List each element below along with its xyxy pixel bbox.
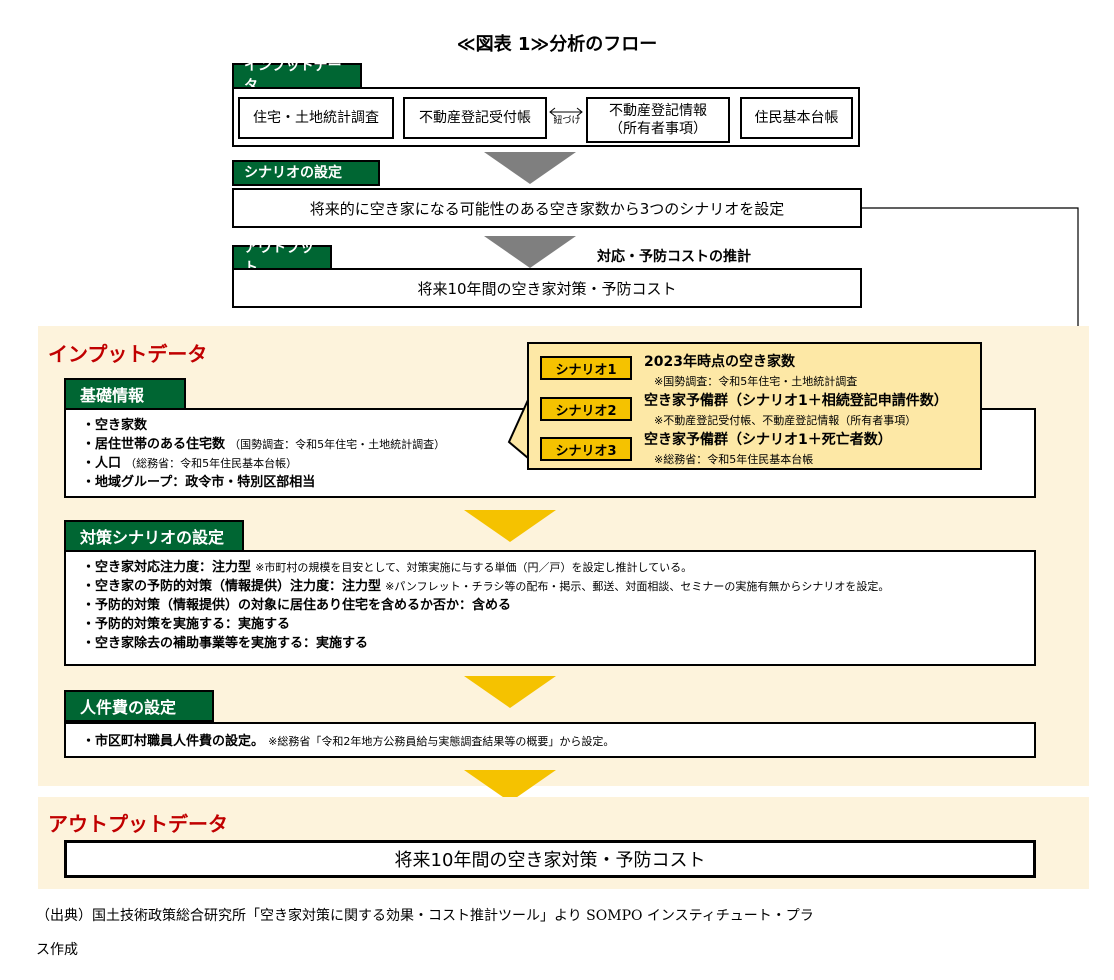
source-note-line-2: ス作成	[36, 942, 78, 958]
basic-item: ・空き家数	[82, 418, 148, 433]
policy-scenario-box: ・空き家対応注力度：注力型 ※市町村の規模を目安として、対策実施に与する単価（円…	[64, 550, 1036, 666]
labor-cost-box: ・市区町村職員人件費の設定。 ※総務省「令和2年地方公務員給与実態調査結果等の概…	[64, 722, 1036, 758]
top-input-label: インプットデータ	[232, 58, 362, 94]
link-arrow	[547, 103, 585, 133]
output-data-box: 将来10年間の空き家対策・予防コスト	[64, 840, 1036, 878]
top-output-box: 将来10年間の空き家対策・予防コスト	[232, 268, 862, 308]
link-label: 紐づけ	[553, 116, 581, 126]
flow-arrow-2	[484, 236, 576, 268]
scenario-3-note: ※総務省：令和5年住民基本台帳	[654, 453, 814, 466]
labor-cost-label: 人件費の設定	[64, 690, 214, 722]
scenario-2-note: ※不動産登記受付帳、不動産登記情報（所有者事項）	[654, 414, 917, 427]
basic-info-label: 基礎情報	[64, 378, 186, 410]
flow-arrow-4	[464, 676, 556, 708]
flow-arrow-3	[464, 510, 556, 542]
basic-item: ・居住世帯のある住宅数 （国勢調査：令和5年住宅・土地統計調査）	[82, 437, 446, 452]
policy-item: ・空き家除去の補助事業等を実施する：実施する	[82, 636, 369, 651]
input-data-heading: インプットデータ	[48, 342, 208, 366]
scenario-2-tag: シナリオ2	[540, 397, 632, 421]
source-registry-receipt: 不動産登記受付帳	[403, 97, 547, 139]
flow-arrow-1	[484, 152, 576, 184]
flow-arrow-5	[464, 770, 556, 802]
scenario-2-title: 空き家予備群（シナリオ1＋相続登記申請件数）	[644, 393, 948, 409]
policy-item: ・予防的対策を実施する：実施する	[82, 617, 291, 632]
output-data-heading: アウトプットデータ	[48, 812, 228, 836]
source-housing-survey: 住宅・土地統計調査	[238, 97, 394, 139]
policy-scenario-label: 対策シナリオの設定	[64, 520, 244, 552]
figure-title: ≪図表 1≫分析のフロー	[456, 34, 658, 55]
scenario-1-tag: シナリオ1	[540, 356, 632, 380]
scenario-3-tag: シナリオ3	[540, 437, 632, 461]
scenario-1-title: 2023年時点の空き家数	[644, 354, 795, 370]
estimate-label: 対応・予防コストの推計	[597, 249, 751, 265]
source-resident-register: 住民基本台帳	[740, 97, 853, 139]
policy-item: ・空き家対応注力度：注力型 ※市町村の規模を目安として、対策実施に与する単価（円…	[82, 560, 693, 575]
labor-item: ・市区町村職員人件費の設定。 ※総務省「令和2年地方公務員給与実態調査結果等の概…	[82, 734, 615, 749]
source-registry-info: 不動産登記情報 （所有者事項）	[586, 97, 730, 143]
policy-item: ・空き家の予防的対策（情報提供）注力度：注力型 ※パンフレット・チラシ等の配布・…	[82, 579, 890, 594]
top-scenario-box: 将来的に空き家になる可能性のある空き家数から3つのシナリオを設定	[232, 188, 862, 228]
scenario-3-title: 空き家予備群（シナリオ1＋死亡者数）	[644, 432, 892, 448]
policy-item: ・予防的対策（情報提供）の対象に居住あり住宅を含めるか否か：含める	[82, 598, 512, 613]
basic-item: ・人口 （総務省：令和5年住民基本台帳）	[82, 456, 298, 471]
source-note-line-1: （出典）国土技術政策総合研究所「空き家対策に関する効果・コスト推計ツール」より …	[36, 908, 814, 924]
scenario-1-note: ※国勢調査：令和5年住宅・土地統計調査	[654, 375, 858, 388]
double-arrow-icon	[549, 107, 583, 117]
top-scenario-label: シナリオの設定	[232, 160, 380, 186]
basic-item: ・地域グループ：政令市・特別区部相当	[82, 475, 316, 490]
